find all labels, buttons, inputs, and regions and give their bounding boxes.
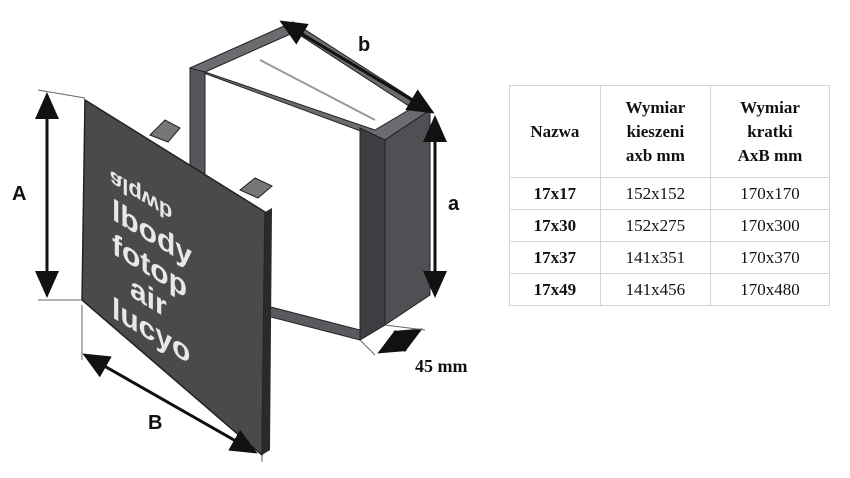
cell-grille: 170x300 [709, 209, 831, 242]
mounting-clips [149, 119, 273, 199]
cell-pocket: 141x351 [599, 241, 711, 274]
header-nazwa: Nazwa [509, 85, 601, 178]
header-text: kieszeni [626, 121, 685, 141]
dimension-label-a: a [448, 193, 460, 215]
cell-name: 17x37 [509, 241, 601, 274]
cell-grille: 170x480 [709, 273, 831, 306]
front-grille-plate: alqwb lbody fotop air lucyo [81, 98, 272, 457]
header-text: Wymiar [740, 97, 800, 117]
cell-name: 17x30 [509, 209, 601, 242]
header-text: axb mm [625, 145, 685, 165]
header-text: Nazwa [530, 121, 580, 141]
header-text: Wymiar [625, 97, 686, 117]
cell-pocket: 141x456 [599, 273, 711, 306]
cell-pocket: 152x275 [599, 209, 711, 242]
header-text: AxB mm [737, 145, 803, 165]
cell-name: 17x49 [509, 273, 601, 306]
depth-label: 45 mm [415, 356, 468, 376]
cell-grille: 170x370 [709, 241, 831, 274]
dimension-label-B: B [148, 412, 163, 434]
extension-lines [37, 89, 426, 462]
header-text: kratki [747, 121, 793, 141]
header-pocket: Wymiar kieszeni axb mm [599, 85, 711, 178]
cell-pocket: 152x152 [599, 177, 711, 210]
dimension-label-b: b [358, 34, 371, 56]
dimension-label-A: A [12, 183, 27, 205]
cell-grille: 170x170 [709, 177, 831, 210]
cell-name: 17x17 [509, 177, 601, 210]
dimension-arrows [35, 20, 447, 454]
